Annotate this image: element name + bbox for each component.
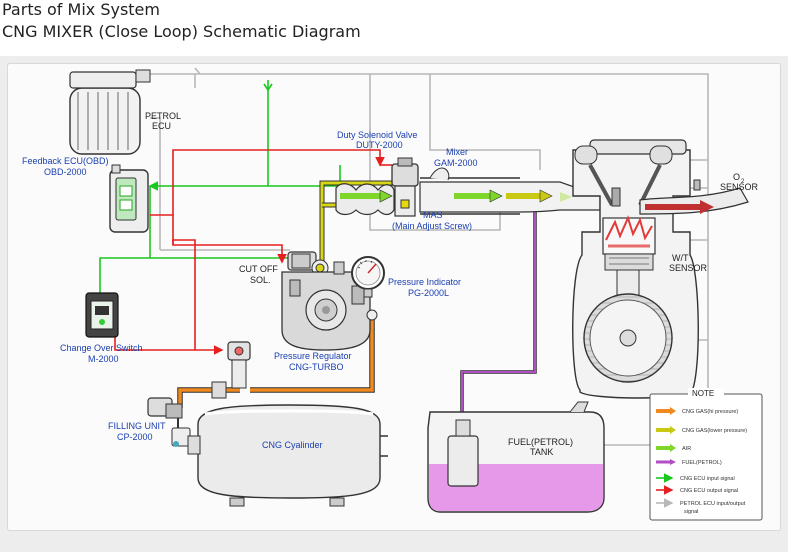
fuel-tank-label-1: FUEL(PETROL) bbox=[508, 437, 573, 447]
changeover-label-2: M-2000 bbox=[88, 354, 119, 364]
feedback-ecu-label-1: Feedback ECU(OBD) bbox=[22, 156, 109, 166]
page-title: Parts of Mix System bbox=[2, 0, 160, 19]
wt-sensor-label-1: W/T bbox=[672, 253, 689, 263]
note-swatches bbox=[656, 407, 676, 508]
page-subtitle: CNG MIXER (Close Loop) Schematic Diagram bbox=[2, 22, 361, 41]
intake-manifold bbox=[340, 181, 601, 213]
note-title: NOTE bbox=[692, 389, 714, 398]
duty-valve-label-1: Duty Solenoid Valve bbox=[337, 130, 417, 140]
duty-valve-label-2: DUTY-2000 bbox=[356, 140, 403, 150]
note-item-ecu-output: CNG ECU output signal bbox=[680, 488, 738, 494]
wt-sensor-label-2: SENSOR bbox=[669, 263, 708, 273]
mixer-label-1: Mixer bbox=[446, 147, 468, 157]
fuel-petrol-line bbox=[460, 200, 537, 420]
mixer-label-2: GAM-2000 bbox=[434, 158, 478, 168]
note-item-petrol-ecu-2: signal bbox=[684, 509, 698, 515]
note-item-hi-pressure: CNG GAS(hi pressure) bbox=[682, 409, 738, 415]
header: Parts of Mix System CNG MIXER (Close Loo… bbox=[0, 0, 788, 56]
feedback-ecu bbox=[109, 164, 149, 233]
fuel-tank-label-2: TANK bbox=[530, 447, 553, 457]
note-item-air: AIR bbox=[682, 446, 691, 452]
cylinder-label: CNG Cyalinder bbox=[262, 440, 323, 450]
o2-sensor-label-2: SENSOR bbox=[720, 182, 759, 192]
petrol-ecu-label-2: ECU bbox=[152, 121, 171, 131]
mixer bbox=[335, 167, 520, 216]
mas-label-2: (Main Adjust Screw) bbox=[392, 221, 472, 231]
cut-off-solenoid bbox=[291, 253, 311, 269]
filling-unit bbox=[147, 397, 191, 447]
pressure-indicator-label-2: PG-2000L bbox=[408, 288, 449, 298]
o2-sensor-label-sub: 2 bbox=[741, 179, 745, 185]
pressure-indicator bbox=[351, 256, 385, 298]
filling-unit-label-1: FILLING UNIT bbox=[108, 421, 166, 431]
note-item-petrol-ecu-1: PETROL ECU input/output bbox=[680, 501, 746, 507]
regulator-label-2: CNG-TURBO bbox=[289, 362, 344, 372]
fuel-line-color bbox=[461, 198, 541, 420]
pressure-indicator-label-1: Pressure Indicator bbox=[388, 277, 461, 287]
regulator-label-1: Pressure Regulator bbox=[274, 351, 352, 361]
pressure-regulator bbox=[281, 251, 378, 351]
note-legend bbox=[649, 388, 763, 521]
cng-cylinder bbox=[187, 404, 388, 507]
cutoff-label-2: SOL. bbox=[250, 275, 271, 285]
note-item-low-pressure: CNG GAS(lower pressure) bbox=[682, 428, 747, 434]
filling-unit-label-2: CP-2000 bbox=[117, 432, 153, 442]
cutoff-label-1: CUT OFF bbox=[239, 264, 278, 274]
fuel-tank bbox=[427, 401, 605, 513]
change-over-switch bbox=[85, 292, 119, 338]
hi-pressure-solenoid bbox=[211, 341, 251, 399]
petrol-ecu-label-1: PETROL bbox=[145, 111, 181, 121]
mas-label-1: MAS bbox=[423, 210, 443, 220]
changeover-label-1: Change Over Switch bbox=[60, 343, 143, 353]
o2-sensor-label-1: O bbox=[733, 172, 740, 182]
petrol-ecu bbox=[69, 69, 151, 155]
note-item-fuel: FUEL(PETROL) bbox=[682, 460, 722, 466]
feedback-ecu-label-2: OBD-2000 bbox=[44, 167, 87, 177]
duty-solenoid-valve bbox=[391, 157, 419, 217]
note-item-ecu-input: CNG ECU input signal bbox=[680, 476, 735, 482]
exhaust-pipe bbox=[639, 179, 749, 215]
